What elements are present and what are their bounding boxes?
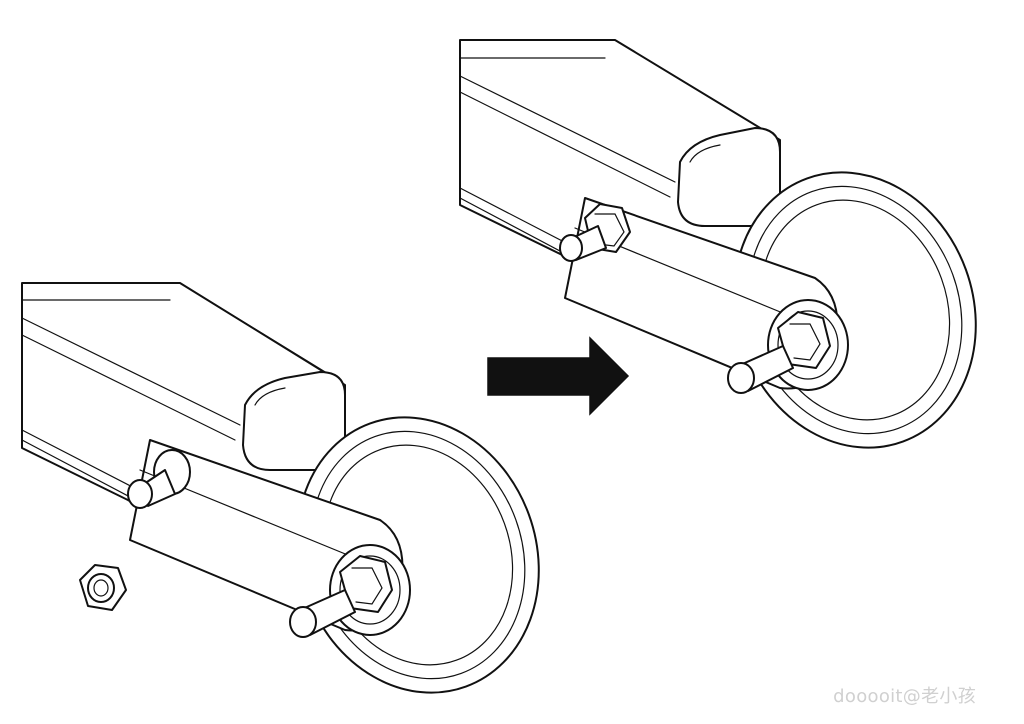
axle-bolt-before <box>289 589 356 638</box>
pivot-nut-installed <box>559 203 631 262</box>
loose-hex-nut <box>79 564 127 611</box>
watermark-text: dooooit@老小孩 <box>833 686 976 707</box>
after-assembly <box>459 39 977 449</box>
before-assembly <box>21 282 540 694</box>
pivot-bolt-exposed <box>127 449 191 509</box>
right-arrow-icon <box>487 336 630 416</box>
axle-bolt-after <box>727 345 794 394</box>
